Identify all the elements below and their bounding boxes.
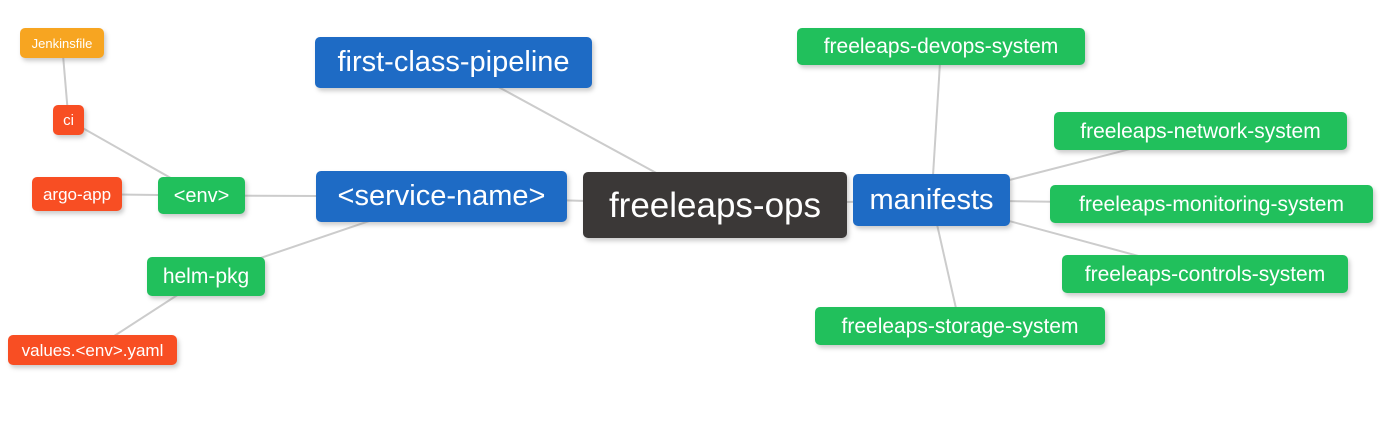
node-service-name[interactable]: <service-name> bbox=[316, 171, 567, 222]
node-env[interactable]: <env> bbox=[158, 177, 245, 214]
node-jenkinsfile[interactable]: Jenkinsfile bbox=[20, 28, 104, 58]
node-storage-system[interactable]: freeleaps-storage-system bbox=[815, 307, 1105, 345]
node-monitoring-system[interactable]: freeleaps-monitoring-system bbox=[1050, 185, 1373, 223]
node-network-system[interactable]: freeleaps-network-system bbox=[1054, 112, 1347, 150]
node-controls-system[interactable]: freeleaps-controls-system bbox=[1062, 255, 1348, 293]
node-devops-system[interactable]: freeleaps-devops-system bbox=[797, 28, 1085, 65]
node-manifests[interactable]: manifests bbox=[853, 174, 1010, 226]
node-argo-app[interactable]: argo-app bbox=[32, 177, 122, 211]
node-ci[interactable]: ci bbox=[53, 105, 84, 135]
node-helm-pkg[interactable]: helm-pkg bbox=[147, 257, 265, 296]
node-values-env-yaml[interactable]: values.<env>.yaml bbox=[8, 335, 177, 365]
node-first-class-pipeline[interactable]: first-class-pipeline bbox=[315, 37, 592, 88]
node-freeleaps-ops[interactable]: freeleaps-ops bbox=[583, 172, 847, 238]
